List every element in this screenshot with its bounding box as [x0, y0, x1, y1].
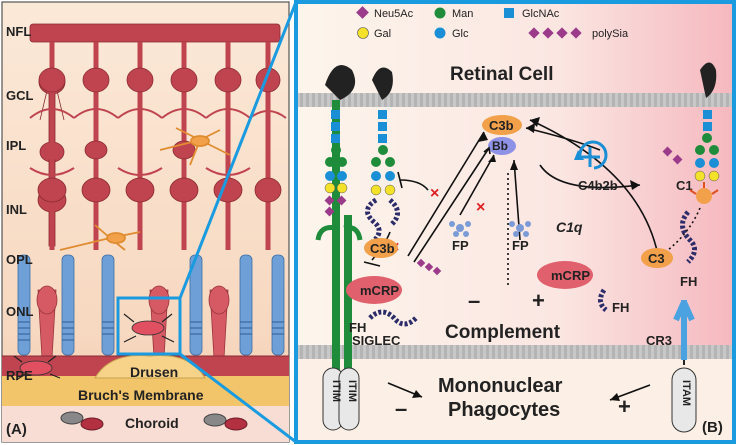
glycoprotein-2: [365, 67, 400, 246]
glial-cells: [59, 127, 231, 251]
photoreceptors: [17, 254, 285, 359]
fh-mid-label: FH: [612, 300, 629, 315]
c3b-top-label: C3b: [489, 118, 514, 133]
sialylated-glycoprotein: [315, 65, 363, 410]
svg-text:×: ×: [430, 185, 439, 202]
right-glycoprotein: [662, 62, 720, 182]
c1-label: C1: [676, 178, 693, 193]
legend-gal: Gal: [374, 28, 391, 40]
siglec-label: SIGLEC: [352, 333, 401, 348]
glcnac-symbol-icon: [504, 8, 514, 18]
phagocyte-plus: +: [618, 394, 631, 419]
c4b2b-recycle-icon: [574, 140, 608, 170]
drusen-label: Drusen: [130, 364, 178, 380]
membrane-bottom: [298, 345, 732, 359]
membrane-top: [298, 93, 732, 107]
man-symbol-icon: [434, 7, 446, 19]
layer-label-nfl: NFL: [6, 24, 31, 39]
c3b-left-label: C3b: [370, 241, 395, 256]
zoom-line-bottom: [179, 352, 297, 444]
zoom-box: [116, 296, 182, 356]
neuron-dendrites: [29, 108, 287, 176]
neuron-columns: [37, 42, 282, 250]
layer-label-opl: OPL: [6, 252, 33, 267]
choroid-vessels: [60, 411, 248, 431]
legend-polysia: polySia: [592, 28, 629, 40]
layer-label-gcl: GCL: [6, 88, 34, 103]
retinal-cell-title: Retinal Cell: [450, 64, 553, 85]
gal-symbol-icon: [357, 27, 369, 39]
legend-man: Man: [452, 8, 473, 20]
legend-neu5ac: Neu5Ac: [374, 8, 414, 20]
c3b-bb-convertase: [482, 115, 522, 135]
legend-glcnac: GlcNAc: [522, 8, 560, 20]
fp-right-label: FP: [512, 238, 529, 253]
itim-label-left: ITIM: [330, 380, 342, 402]
activation-arrows: [407, 119, 659, 285]
mcrp-right-label: mCRP: [551, 268, 590, 283]
bb-enzyme: [488, 137, 516, 155]
itam-label: ITAM: [680, 380, 692, 406]
c1q-label: C1q: [556, 219, 583, 235]
cr3-receptor: [673, 300, 695, 365]
bb-label: Bb: [492, 139, 508, 153]
complement-title: Complement: [445, 322, 561, 343]
svg-text:×: ×: [476, 199, 485, 216]
neu5ac-symbol-icon: [356, 6, 369, 19]
phagocytes-label: Phagocytes: [448, 399, 560, 421]
fp-right-molecule: [509, 221, 531, 237]
mcrp-left-label: mCRP: [360, 283, 399, 298]
panel-b: Neu5Ac Gal Man Glc GlcNAc polySia Retina…: [294, 0, 736, 444]
c4b2b-label: C4b2b: [578, 178, 618, 193]
zoom-line-top: [178, 1, 298, 299]
cr3-label: CR3: [646, 333, 672, 348]
phagocyte-minus: –: [395, 396, 407, 421]
itim-domains: ITIM ITIM: [322, 367, 360, 431]
c3-molecule: [641, 248, 673, 268]
arrow-heads: [478, 117, 640, 190]
c1-complex-icon: [689, 182, 719, 204]
siglec-receptor: [332, 100, 340, 410]
itam-domain: ITAM: [671, 367, 697, 433]
c3b-bound: [364, 238, 398, 258]
mcrp-right: [537, 261, 593, 289]
mcrp-left: [346, 276, 402, 304]
panel-a-tag: (A): [6, 421, 27, 438]
fp-left-label: FP: [452, 238, 469, 253]
fh-left-label: FH: [349, 320, 366, 335]
fh-chains: [368, 210, 697, 327]
legend-glc: Glc: [452, 28, 469, 40]
panel-b-tag: (B): [702, 419, 723, 436]
bruchs-membrane-label: Bruch's Membrane: [78, 387, 204, 403]
microglia-cell: [131, 320, 165, 336]
choroid-label: Choroid: [125, 415, 179, 431]
layer-label-rpe: RPE: [6, 368, 33, 383]
c1-c3-arrow: [667, 207, 701, 251]
c3-label: C3: [648, 251, 665, 266]
polysia-chain: [416, 258, 442, 276]
fp-left-molecule: [449, 221, 471, 237]
glc-symbol-icon: [434, 27, 446, 39]
phagocyte-region: [298, 359, 732, 440]
panel-a: NFL GCL IPL INL OPL ONL RPE Drusen Bruch…: [1, 1, 298, 444]
fh-right-label: FH: [680, 274, 697, 289]
layer-label-ipl: IPL: [6, 138, 26, 153]
layer-label-onl: ONL: [6, 304, 34, 319]
layer-label-inl: INL: [6, 202, 27, 217]
complement-plus: +: [532, 288, 545, 313]
itim-label-right: ITIM: [346, 380, 358, 402]
complement-minus: –: [468, 288, 480, 313]
mononuclear-label: Mononuclear: [438, 375, 563, 397]
